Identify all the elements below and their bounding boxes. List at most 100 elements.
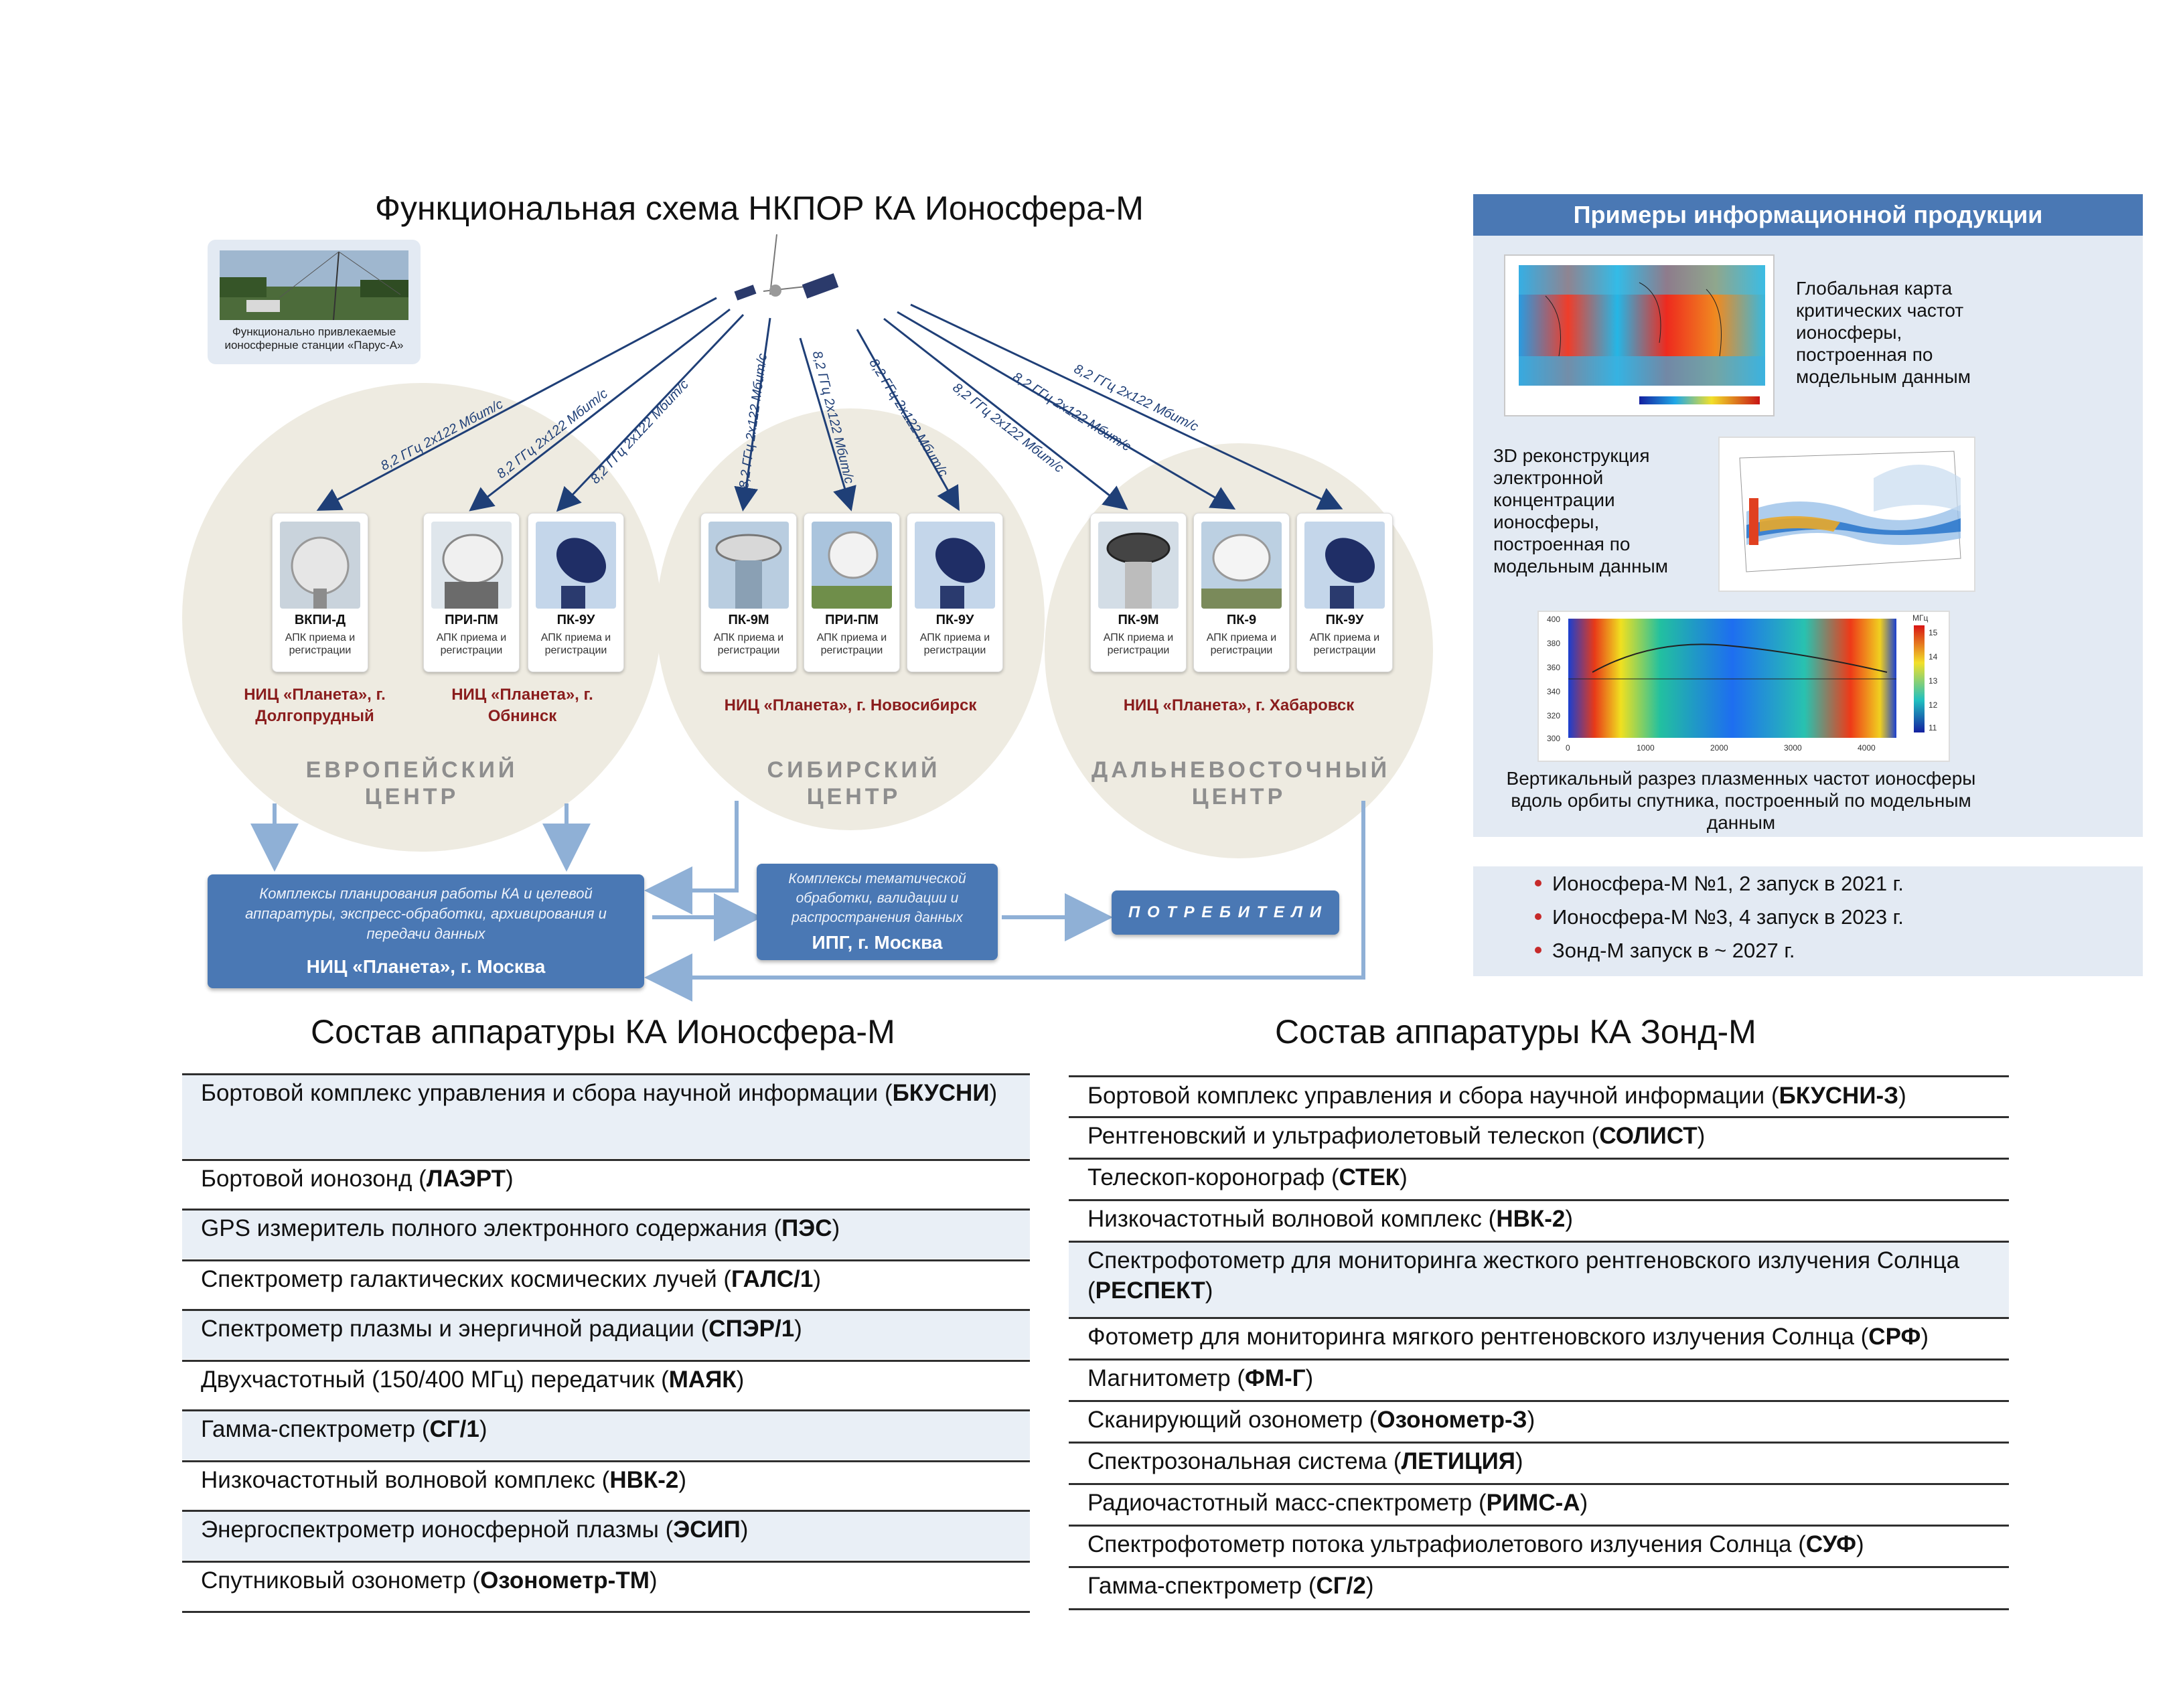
consumers-label: П О Т Р Е Б И Т Е Л И	[1128, 903, 1323, 921]
dish-photo	[1098, 522, 1179, 609]
zond-table-divider	[1069, 1199, 2009, 1201]
station-desc: АПК приема и регистрации	[1206, 632, 1277, 656]
recon3d-thumbnail	[1718, 437, 1975, 592]
station-pk-9u-khabarovsk[interactable]: ПК-9У АПК приема и регистрации	[1296, 513, 1393, 672]
zond-table-row-code: РЕСПЕКТ	[1095, 1277, 1205, 1304]
zond-table-row-text: Спектрофотометр потока ультрафиолетового…	[1087, 1531, 1806, 1557]
zond-table-row-end: )	[1205, 1277, 1213, 1304]
consumers-box[interactable]: П О Т Р Е Б И Т Е Л И	[1112, 890, 1339, 935]
ionosfera-table-row-text: Гамма-спектрометр (	[201, 1416, 430, 1442]
station-name: ПРИ-ПМ	[825, 613, 879, 627]
zond-table-row-end: )	[1921, 1324, 1929, 1350]
zond-table-divider	[1069, 1358, 2009, 1361]
zond-table-row: Спектрозональная система (ЛЕТИЦИЯ)	[1069, 1444, 2009, 1484]
station-pk-9-khabarovsk[interactable]: ПК-9 АПК приема и регистрации	[1193, 513, 1290, 672]
vertical-cb-tick-1: 14	[1929, 652, 1938, 662]
ionosfera-table-row-text: Низкочастотный волновой комплекс (	[201, 1467, 610, 1493]
nic-dolgoprudny: НИЦ «Планета», г. Долгопрудный	[244, 686, 386, 725]
zond-table-row-end: )	[1697, 1123, 1706, 1149]
dish-photo	[812, 522, 892, 609]
vertical-y-tick-4: 320	[1547, 711, 1561, 720]
ionosfera-table-divider	[182, 1309, 1030, 1311]
vertical-y-tick-1: 380	[1547, 639, 1561, 648]
zond-table-divider	[1069, 1566, 2009, 1568]
ionosfera-table-divider	[182, 1073, 1030, 1075]
ionosfera-table-row-text: GPS измеритель полного электронного соде…	[201, 1215, 782, 1241]
station-pri-pm-novosibirsk[interactable]: ПРИ-ПМ АПК приема и регистрации	[804, 513, 900, 672]
zond-table-row-end: )	[1898, 1083, 1906, 1109]
station-name: ПК-9У	[935, 613, 974, 627]
ionosfera-table-row: Двухчастотный (150/400 МГц) передатчик (…	[182, 1362, 1030, 1409]
station-name: ПК-9М	[728, 613, 769, 627]
zond-table-row-text: Спектрозональная система (	[1087, 1448, 1402, 1474]
station-name: ПК-9У	[1325, 613, 1364, 627]
station-vkpi-d[interactable]: ВКПИ-Д АПК приема и регистрации	[272, 513, 368, 672]
ionosfera-table-divider	[182, 1460, 1030, 1462]
ionosfera-table-row-code: БКУСНИ	[892, 1080, 990, 1106]
zond-table-row: Рентгеновский и ультрафиолетовый телеско…	[1069, 1118, 2009, 1158]
ionosfera-table-row: Низкочастотный волновой комплекс (НВК-2)	[182, 1462, 1030, 1509]
station-desc: АПК приема и регистрации	[1103, 632, 1174, 656]
ionosfera-table-divider	[182, 1409, 1030, 1411]
ionosfera-table-row-code: МАЯК	[668, 1367, 737, 1393]
vertical-x-tick-2: 2000	[1710, 743, 1728, 753]
ipg-box-desc: Комплексы тематической обработки, валида…	[788, 871, 966, 925]
ionosfera-table-divider	[182, 1209, 1030, 1211]
station-desc: АПК приема и регистрации	[816, 632, 887, 656]
ionosfera-table-divider	[182, 1561, 1030, 1563]
ionosfera-table-row: GPS измеритель полного электронного соде…	[182, 1211, 1030, 1259]
ionosfera-table-divider	[182, 1159, 1030, 1161]
station-pk-9m-khabarovsk[interactable]: ПК-9М АПК приема и регистрации	[1090, 513, 1187, 672]
station-pri-pm-obninsk[interactable]: ПРИ-ПМ АПК приема и регистрации	[423, 513, 520, 672]
zond-table-row-text: Сканирующий озонометр (	[1087, 1407, 1377, 1433]
ionosfera-table-divider	[182, 1510, 1030, 1512]
zond-table-row-end: )	[1580, 1490, 1588, 1516]
parus-caption: Функционально привлекаемые ионосферные с…	[224, 325, 404, 352]
zond-table-row: Спектрофотометр потока ультрафиолетового…	[1069, 1527, 2009, 1567]
zond-table-divider	[1069, 1241, 2009, 1243]
ipg-box[interactable]: Комплексы тематической обработки, валида…	[757, 864, 998, 960]
zond-table-divider	[1069, 1608, 2009, 1610]
moscow-planeta-box[interactable]: Комплексы планирования работы КА и целев…	[208, 874, 644, 988]
zond-table-divider	[1069, 1158, 2009, 1160]
nic-khabarovsk: НИЦ «Планета», г. Хабаровск	[1123, 696, 1355, 714]
station-desc: АПК приема и регистрации	[436, 632, 507, 656]
ionosfera-table-row-end: )	[479, 1416, 487, 1442]
satellite-icon	[734, 234, 839, 301]
zond-table-divider	[1069, 1116, 2009, 1118]
station-pk-9u-novosibirsk[interactable]: ПК-9У АПК приема и регистрации	[907, 513, 1003, 672]
vertical-x-tick-4: 4000	[1858, 743, 1876, 753]
zond-table-row-end: )	[1365, 1573, 1374, 1599]
ionosfera-table-row: Спектрометр галактических космических лу…	[182, 1261, 1030, 1308]
zond-table-row-end: )	[1515, 1448, 1523, 1474]
ionosfera-table-row-end: )	[740, 1517, 749, 1543]
ionosfera-table-row-text: Спектрометр галактических космических лу…	[201, 1266, 731, 1292]
dish-photo	[915, 522, 995, 609]
parus-photo	[220, 250, 408, 320]
ionosfera-table-row-text: Спутниковый озонометр (	[201, 1567, 481, 1594]
ionosfera-table-row-text: Бортовой комплекс управления и сбора нау…	[201, 1080, 893, 1106]
zond-table-row-code: СРФ	[1868, 1324, 1921, 1350]
zond-table-row-end: )	[1400, 1164, 1408, 1190]
ionosfera-table-row: Бортовой комплекс управления и сбора нау…	[182, 1075, 1030, 1158]
vertical-cb-tick-0: 15	[1929, 628, 1938, 637]
global-map-caption: Глобальная карта критических частот ионо…	[1796, 278, 1971, 387]
zond-table-divider	[1069, 1442, 2009, 1444]
ionosfera-table-row-code: ГАЛС/1	[731, 1266, 814, 1292]
ionosfera-table-divider	[182, 1360, 1030, 1362]
station-pk-9u-obninsk[interactable]: ПК-9У АПК приема и регистрации	[528, 513, 624, 672]
vertical-y-tick-0: 400	[1547, 615, 1561, 624]
zond-table-row-text: Бортовой комплекс управления и сбора нау…	[1087, 1083, 1779, 1109]
station-pk-9m-novosibirsk[interactable]: ПК-9М АПК приема и регистрации	[700, 513, 797, 672]
zond-table-row-text: Телескоп-коронограф (	[1087, 1164, 1339, 1190]
ionosfera-table-row-end: )	[678, 1467, 687, 1493]
zond-table-divider	[1069, 1075, 2009, 1077]
zond-table-row: Телескоп-коронограф (СТЕК)	[1069, 1160, 2009, 1200]
ionosfera-table-row: Энергоспектрометр ионосферной плазмы (ЭС…	[182, 1512, 1030, 1560]
zond-table-row-code: РИМС-А	[1486, 1490, 1580, 1516]
zond-table-row-end: )	[1527, 1407, 1535, 1433]
ipg-box-name: ИПГ, г. Москва	[812, 932, 943, 953]
vertical-x-tick-3: 3000	[1784, 743, 1802, 753]
ionosfera-table-row-end: )	[813, 1266, 822, 1292]
zond-table-divider	[1069, 1400, 2009, 1402]
